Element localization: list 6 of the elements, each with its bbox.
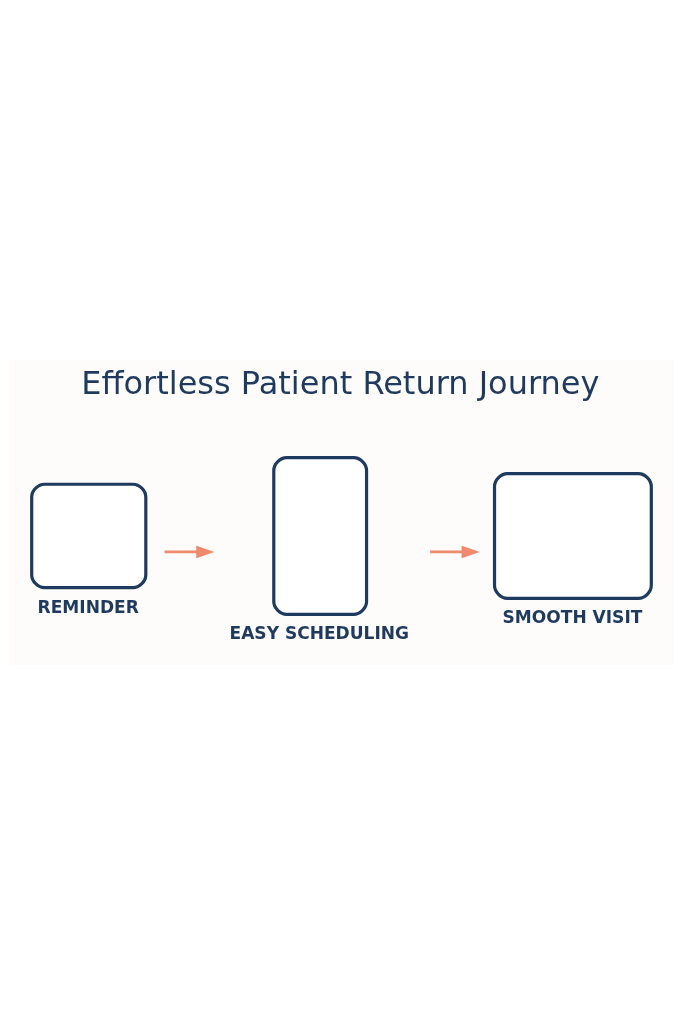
- node-label: SMOOTH VISIT: [502, 606, 643, 627]
- node-label: EASY SCHEDULING: [229, 622, 410, 643]
- node-label: REMINDER: [37, 596, 139, 617]
- arrow: [164, 545, 215, 558]
- arrow: [430, 545, 480, 558]
- diagram-title: Effortless Patient Return Journey: [81, 363, 600, 402]
